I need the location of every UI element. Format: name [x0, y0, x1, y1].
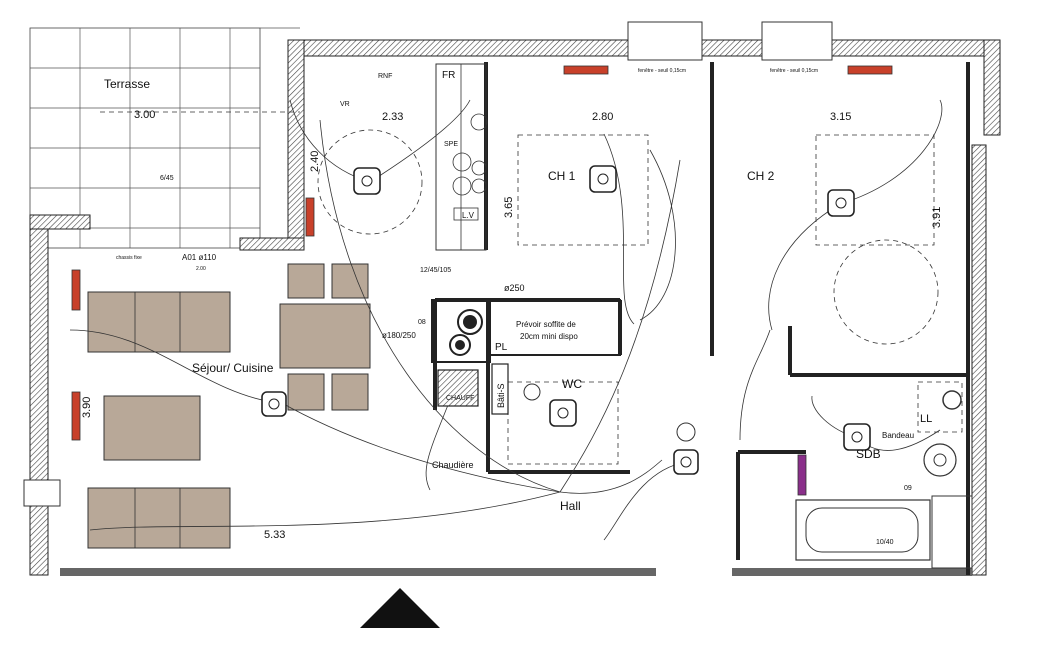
label-a01: A01 ø110	[182, 253, 217, 262]
dim-2-80: 2.80	[592, 111, 613, 123]
dim-3-65: 3.65	[503, 197, 515, 218]
coffee-table	[103, 395, 201, 461]
room-ch2: CH 2	[747, 169, 775, 183]
wiring	[69, 99, 943, 541]
label-fr: FR	[442, 70, 455, 81]
room-chaudiere: Chaudière	[432, 460, 474, 470]
annotations: FR RNF VR SPE L.V A01 ø110 chassis fixe …	[116, 68, 914, 546]
north-arrow-icon	[360, 588, 440, 628]
label-vr: VR	[340, 101, 350, 108]
label-n09: 09	[904, 485, 912, 492]
room-terrasse: Terrasse	[104, 77, 150, 91]
label-r1040: 10/40	[876, 539, 894, 546]
exterior-walls	[23, 21, 1001, 576]
room-ch1: CH 1	[548, 169, 576, 183]
label-n08: 08	[418, 319, 426, 326]
terrasse-grid	[29, 27, 300, 249]
label-soffite1: Prévoir soffite de	[516, 320, 576, 329]
label-lv: L.V	[462, 211, 475, 220]
dim-3-91: 3.91	[931, 207, 943, 228]
room-sdb: SDB	[856, 447, 881, 461]
label-bandeau: Bandeau	[882, 431, 914, 440]
label-soffite2: 20cm mini dispo	[520, 332, 578, 341]
dining-table	[279, 303, 371, 369]
dim-3-00: 3.00	[134, 109, 155, 121]
label-pl: PL	[495, 342, 508, 353]
light-icon	[589, 165, 617, 193]
sofa-bottom	[87, 487, 231, 549]
light-icon	[827, 189, 855, 217]
label-chauff: CHAUFF	[446, 395, 474, 402]
light-icon	[843, 423, 871, 451]
label-d180: ø180/250	[382, 331, 416, 340]
room-ll: LL	[920, 413, 932, 425]
label-chassis: chassis fixe	[116, 255, 142, 261]
furniture	[87, 263, 371, 549]
sofa-top	[87, 291, 231, 353]
room-hall: Hall	[560, 499, 581, 513]
label-bati: Bâti-S	[496, 383, 506, 408]
light-icon	[261, 391, 287, 417]
light-icon	[673, 449, 699, 475]
label-fenetre1: fenêtre - seuil 0,15cm	[638, 68, 686, 74]
dim-3-90: 3.90	[81, 397, 93, 418]
ceiling-lights	[261, 165, 871, 475]
bathroom-fixtures	[523, 383, 962, 477]
label-r1245: 12/45/105	[420, 267, 451, 274]
label-rnf: RNF	[378, 73, 392, 80]
light-icon	[549, 399, 577, 427]
room-wc: WC	[562, 377, 582, 391]
dashed-areas	[100, 111, 963, 465]
light-icon	[353, 167, 381, 195]
radiators	[71, 65, 893, 496]
dim-2-40: 2.40	[309, 151, 321, 172]
label-fenetre2: fenêtre - seuil 0,15cm	[770, 68, 818, 74]
label-r200: 2.00	[196, 266, 206, 272]
room-sejour: Séjour/ Cuisine	[192, 361, 274, 375]
dimension-labels: 3.00 2.33 2.80 3.15 5.33 2.40 3.65 3.91 …	[81, 109, 943, 541]
kitchen-counter	[435, 63, 488, 251]
label-d250: ø250	[504, 283, 525, 293]
dim-2-33: 2.33	[382, 111, 403, 123]
label-spe: SPE	[444, 141, 458, 148]
dim-3-15: 3.15	[830, 111, 851, 123]
room-labels: Terrasse Séjour/ Cuisine CH 1 CH 2 WC SD…	[104, 77, 932, 513]
boiler	[437, 309, 509, 415]
label-r645: 6/45	[160, 175, 174, 182]
dim-5-33: 5.33	[264, 529, 285, 541]
